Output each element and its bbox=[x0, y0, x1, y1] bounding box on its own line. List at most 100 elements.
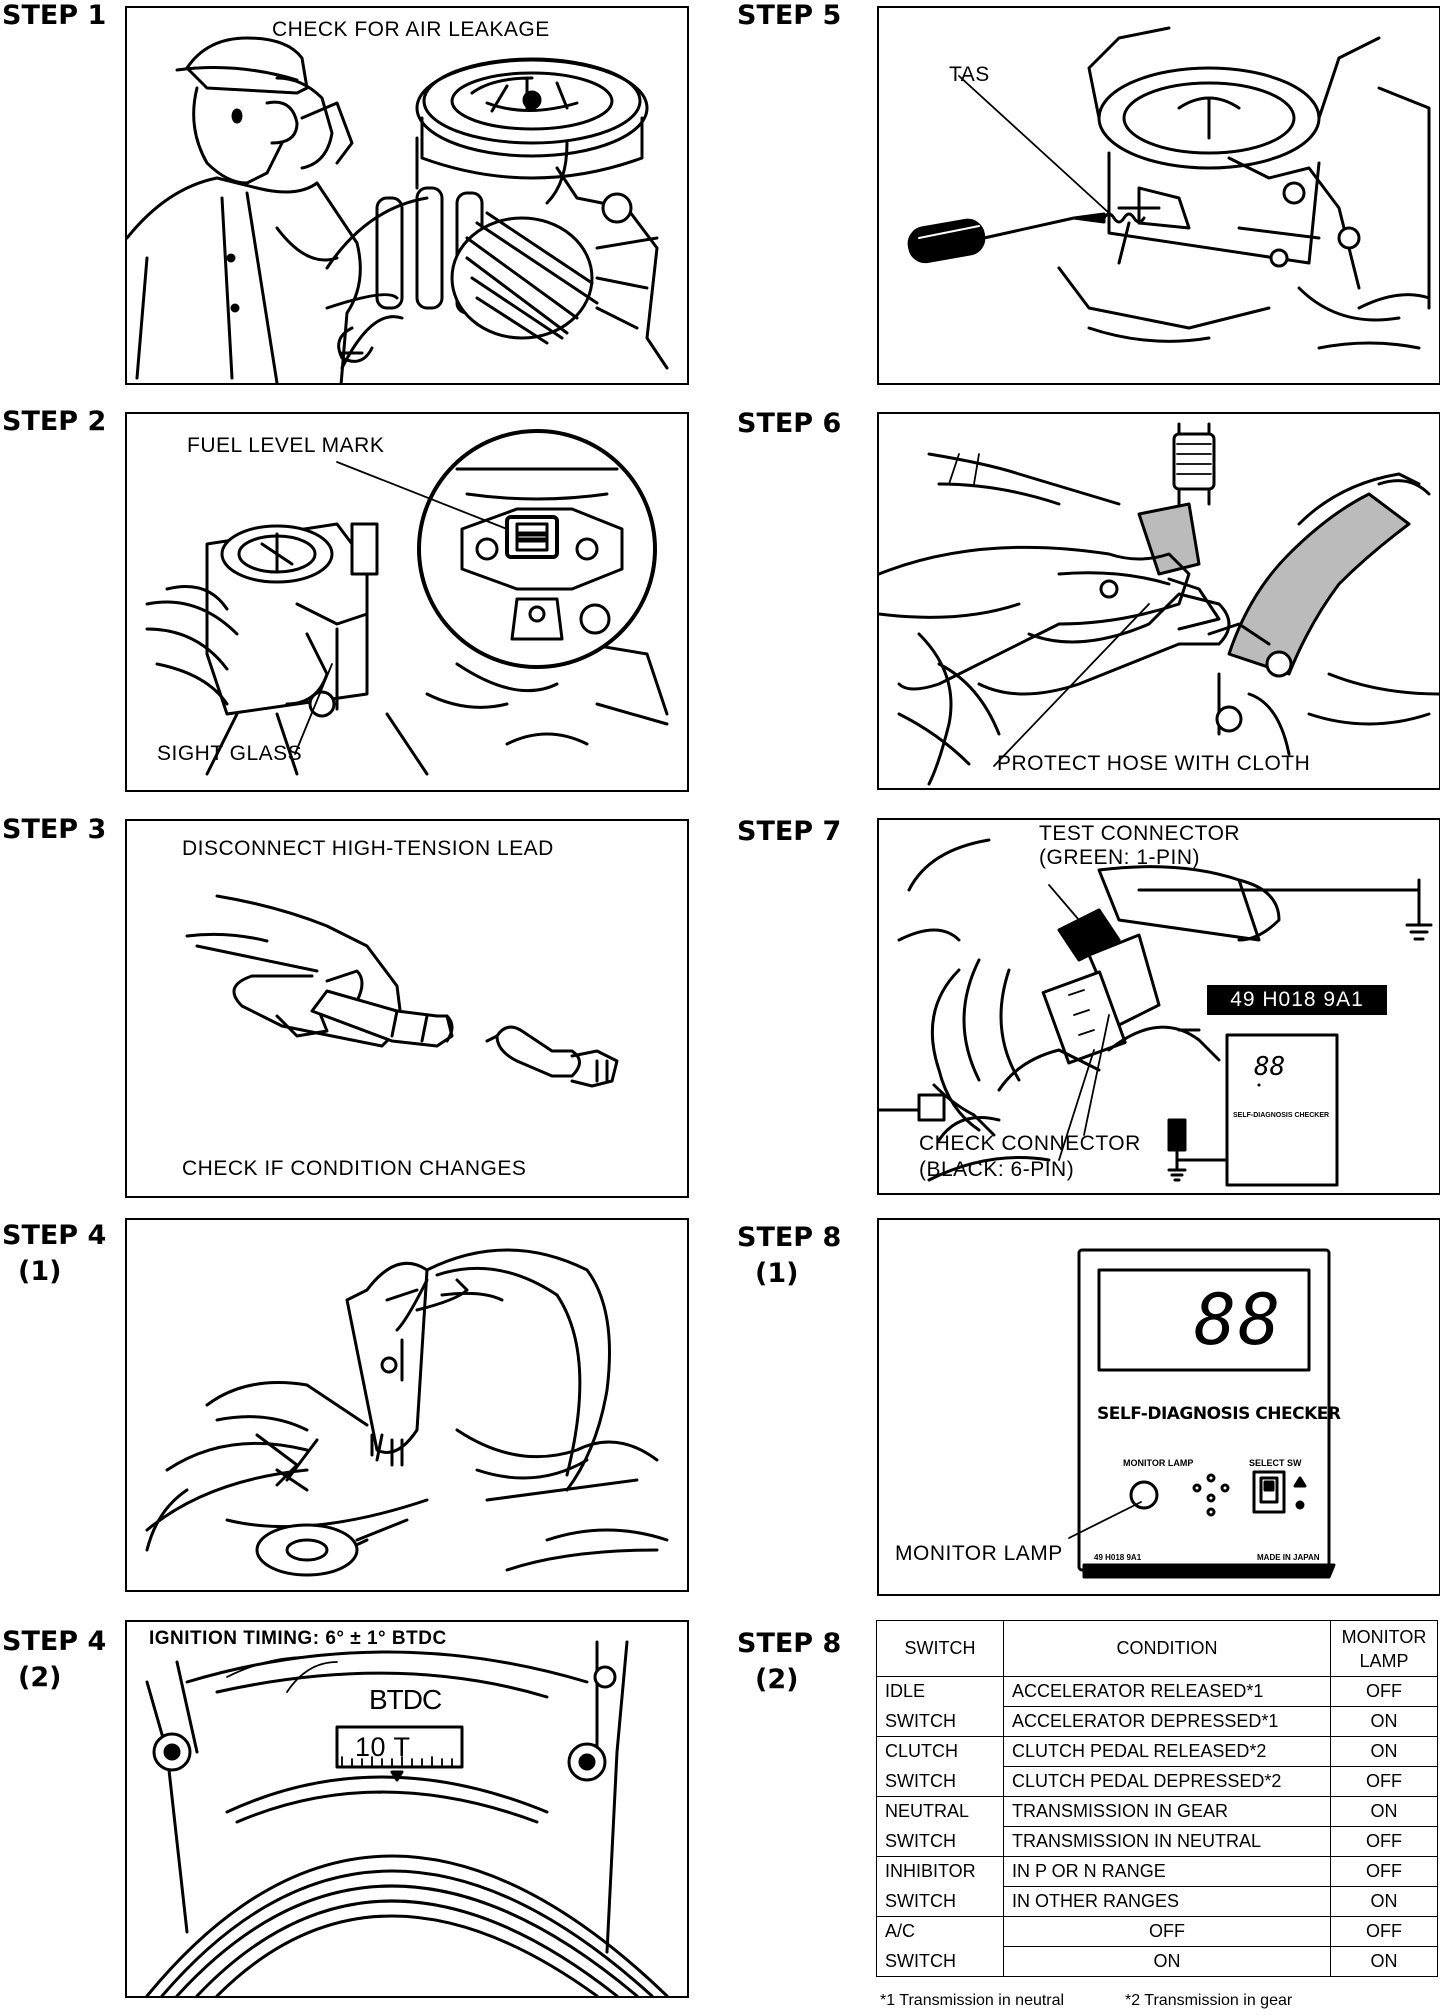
step-4-2-panel: IGNITION TIMING: 6° ± 1° BTDC BTDC 10 T bbox=[125, 1620, 689, 1998]
switch-cell: NEUTRAL bbox=[876, 1796, 1004, 1827]
checker-title: SELF-DIAGNOSIS CHECKER bbox=[1097, 1404, 1341, 1424]
step-5-panel: TAS bbox=[877, 6, 1440, 385]
check-connector-spec: (BLACK: 6-PIN) bbox=[919, 1158, 1075, 1181]
step-1-caption: CHECK FOR AIR LEAKAGE bbox=[272, 18, 550, 41]
lamp-cell: OFF bbox=[1330, 1676, 1438, 1707]
check-connector-label: CHECK CONNECTOR bbox=[919, 1132, 1141, 1155]
lamp-cell: ON bbox=[1330, 1946, 1438, 1977]
footnote-2: *2 Transmission in gear bbox=[1125, 1992, 1293, 2009]
monitor-lamp-caption: MONITOR LAMP bbox=[895, 1542, 1063, 1565]
condition-cell: ACCELERATOR RELEASED*1 bbox=[1003, 1676, 1331, 1707]
table-row: SWITCH TRANSMISSION IN NEUTRAL OFF bbox=[876, 1826, 1438, 1857]
lamp-cell: ON bbox=[1330, 1886, 1438, 1917]
switch-cell: IDLE bbox=[876, 1676, 1004, 1707]
condition-cell: CLUTCH PEDAL DEPRESSED*2 bbox=[1003, 1766, 1331, 1797]
made-in-japan-label: MADE IN JAPAN bbox=[1257, 1553, 1320, 1562]
pliers-hose-illustration bbox=[879, 422, 1439, 786]
lamp-cell: OFF bbox=[1330, 1826, 1438, 1857]
checker-part-number: 49 H018 9A1 bbox=[1094, 1553, 1142, 1562]
step-2-label: STEP 2 bbox=[2, 406, 107, 437]
condition-cell: OFF bbox=[1003, 1916, 1331, 1947]
step-8-1-panel: 88 SELF-DIAGNOSIS CHECKER MONITOR LAMP S… bbox=[877, 1218, 1440, 1596]
table-row: CLUTCH CLUTCH PEDAL RELEASED*2 ON bbox=[876, 1736, 1438, 1767]
table-row: IDLE ACCELERATOR RELEASED*1 OFF bbox=[876, 1676, 1438, 1707]
lamp-cell: OFF bbox=[1330, 1766, 1438, 1797]
disconnect-lead-caption: DISCONNECT HIGH-TENSION LEAD bbox=[182, 837, 554, 860]
test-connector-label: TEST CONNECTOR bbox=[1039, 822, 1241, 845]
step-1-panel: CHECK FOR AIR LEAKAGE bbox=[125, 6, 689, 385]
test-connector-spec: (GREEN: 1-PIN) bbox=[1039, 846, 1201, 869]
lamp-cell: ON bbox=[1330, 1796, 1438, 1827]
switch-cell: SWITCH bbox=[876, 1886, 1004, 1917]
throttle-adjust-screw-illustration bbox=[907, 26, 1431, 350]
table-row: A/C OFF OFF bbox=[876, 1916, 1438, 1947]
step-3-label: STEP 3 bbox=[2, 814, 107, 845]
table-row: NEUTRAL TRANSMISSION IN GEAR ON bbox=[876, 1796, 1438, 1827]
table-header-row: SWITCH CONDITION MONITOR LAMP bbox=[876, 1620, 1438, 1677]
step-4-1-panel bbox=[125, 1218, 689, 1592]
step-4-2-sub: (2) bbox=[18, 1662, 62, 1693]
condition-cell: TRANSMISSION IN NEUTRAL bbox=[1003, 1826, 1331, 1857]
table-row: SWITCH ACCELERATOR DEPRESSED*1 ON bbox=[876, 1706, 1438, 1737]
step-6-label: STEP 6 bbox=[737, 408, 842, 439]
monitor-lamp-header: MONITOR LAMP bbox=[1330, 1620, 1438, 1677]
switch-cell: SWITCH bbox=[876, 1766, 1004, 1797]
step-8-2-label: STEP 8 bbox=[737, 1628, 842, 1659]
step-5-label: STEP 5 bbox=[737, 0, 842, 31]
condition-cell: CLUTCH PEDAL RELEASED*2 bbox=[1003, 1736, 1331, 1767]
mechanic-listening-illustration bbox=[127, 36, 669, 383]
switch-monitor-table: SWITCH CONDITION MONITOR LAMP IDLE ACCEL… bbox=[876, 1620, 1438, 1977]
step-8-2-sub: (2) bbox=[755, 1664, 799, 1695]
switch-cell: CLUTCH bbox=[876, 1736, 1004, 1767]
high-tension-lead-illustration bbox=[185, 894, 619, 1088]
fuel-level-mark-label: FUEL LEVEL MARK bbox=[187, 434, 385, 457]
monitor-lamp-small-label: MONITOR LAMP bbox=[1123, 1458, 1194, 1468]
mini-checker-title: SELF-DIAGNOSIS CHECKER bbox=[1233, 1112, 1330, 1119]
condition-header: CONDITION bbox=[1003, 1620, 1331, 1677]
step-4-2-label: STEP 4 bbox=[2, 1626, 107, 1657]
switch-cell: A/C bbox=[876, 1916, 1004, 1947]
step-4-1-sub: (1) bbox=[18, 1256, 62, 1287]
lamp-cell: OFF bbox=[1330, 1856, 1438, 1887]
step-1-label: STEP 1 bbox=[2, 0, 107, 31]
lamp-cell: ON bbox=[1330, 1736, 1438, 1767]
condition-cell: TRANSMISSION IN GEAR bbox=[1003, 1796, 1331, 1827]
select-sw-label: SELECT SW bbox=[1249, 1458, 1302, 1468]
part-number-badge: 49 H018 9A1 bbox=[1207, 985, 1387, 1015]
step-3-panel: DISCONNECT HIGH-TENSION LEAD CHECK IF CO… bbox=[125, 819, 689, 1198]
switch-header: SWITCH bbox=[876, 1620, 1004, 1677]
step-8-1-label: STEP 8 bbox=[737, 1222, 842, 1253]
table-row: SWITCH CLUTCH PEDAL DEPRESSED*2 OFF bbox=[876, 1766, 1438, 1797]
condition-cell: ON bbox=[1003, 1946, 1331, 1977]
switch-cell: SWITCH bbox=[876, 1706, 1004, 1737]
btdc-label: BTDC bbox=[369, 1684, 442, 1715]
switch-cell: INHIBITOR bbox=[876, 1856, 1004, 1887]
footnote-1: *1 Transmission in neutral bbox=[880, 1992, 1065, 2009]
table-row: SWITCH IN OTHER RANGES ON bbox=[876, 1886, 1438, 1917]
ignition-timing-caption: IGNITION TIMING: 6° ± 1° BTDC bbox=[149, 1628, 447, 1649]
check-condition-caption: CHECK IF CONDITION CHANGES bbox=[182, 1157, 527, 1180]
step-7-panel: TEST CONNECTOR (GREEN: 1-PIN) 49 H018 9A… bbox=[877, 818, 1440, 1195]
self-diagnosis-checker-illustration bbox=[1068, 1248, 1336, 1579]
step-6-panel: PROTECT HOSE WITH CLOTH bbox=[877, 412, 1440, 790]
step-4-1-label: STEP 4 bbox=[2, 1220, 107, 1251]
step-8-1-sub: (1) bbox=[755, 1258, 799, 1289]
timing-light-illustration bbox=[145, 1248, 669, 1577]
table-row: INHIBITOR IN P OR N RANGE OFF bbox=[876, 1856, 1438, 1887]
condition-cell: IN OTHER RANGES bbox=[1003, 1886, 1331, 1917]
tas-label: TAS bbox=[949, 63, 990, 86]
switch-cell: SWITCH bbox=[876, 1946, 1004, 1977]
step-7-label: STEP 7 bbox=[737, 816, 842, 847]
lamp-cell: OFF bbox=[1330, 1916, 1438, 1947]
condition-cell: ACCELERATOR DEPRESSED*1 bbox=[1003, 1706, 1331, 1737]
timing-scale-label: 10 T bbox=[355, 1732, 411, 1762]
sight-glass-label: SIGHT GLASS bbox=[157, 742, 303, 765]
step-2-panel: FUEL LEVEL MARK SIGHT GLASS bbox=[125, 412, 689, 792]
table-row: SWITCH ON ON bbox=[876, 1946, 1438, 1977]
protect-hose-caption: PROTECT HOSE WITH CLOTH bbox=[997, 752, 1311, 775]
connector-checker-illustration bbox=[879, 838, 1433, 1187]
checker-display: 88 bbox=[1194, 1279, 1283, 1361]
condition-cell: IN P OR N RANGE bbox=[1003, 1856, 1331, 1887]
lamp-cell: ON bbox=[1330, 1706, 1438, 1737]
switch-cell: SWITCH bbox=[876, 1826, 1004, 1857]
